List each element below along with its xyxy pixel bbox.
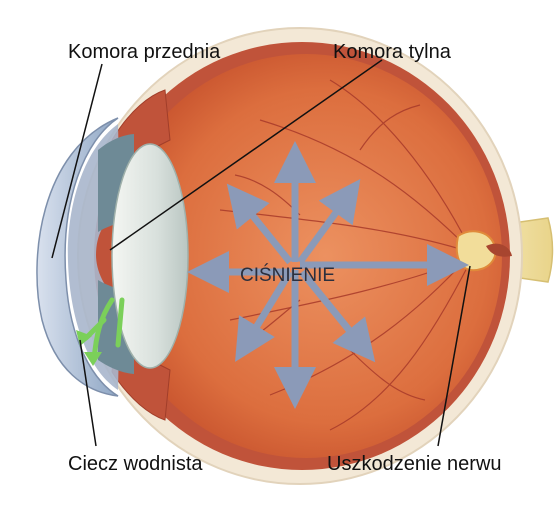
label-aqueous-humor: Ciecz wodnista xyxy=(68,454,203,474)
lens xyxy=(112,144,188,368)
label-anterior-chamber: Komora przednia xyxy=(68,42,220,62)
label-pressure: CIŚNIENIE xyxy=(240,266,335,285)
label-nerve-damage: Uszkodzenie nerwu xyxy=(327,454,502,474)
label-posterior-chamber: Komora tylna xyxy=(333,42,451,62)
